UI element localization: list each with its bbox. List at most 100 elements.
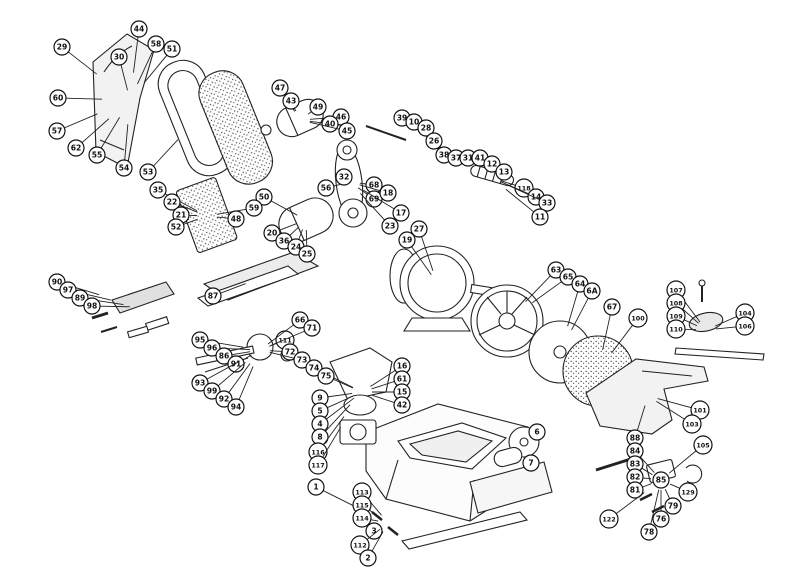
callout-number: 33: [542, 199, 553, 208]
side-panel: [469, 461, 553, 514]
callout-number: 61: [397, 375, 408, 384]
leader-line: [267, 324, 294, 345]
callout-balloon: [599, 509, 619, 529]
callout-number: 37: [451, 154, 462, 163]
callout-number: 73: [297, 356, 308, 365]
callout-balloon: [203, 339, 221, 357]
callout-number: 98: [87, 302, 98, 311]
part-callout-118: 118: [501, 178, 534, 198]
callout-number: 63: [551, 266, 562, 275]
callout-balloon: [88, 146, 106, 164]
leader-line: [68, 51, 97, 75]
part-callout-79: 79: [664, 488, 682, 515]
callout-number: 11: [535, 213, 546, 222]
callout-number: 114: [355, 514, 369, 522]
callout-number: 83: [630, 460, 641, 469]
part-callout-93: 93: [191, 361, 239, 392]
leader-line: [242, 354, 252, 361]
part-callout-86: 86: [215, 347, 251, 365]
callout-balloon: [167, 218, 185, 236]
callout-balloon: [307, 478, 325, 496]
callout-number: 32: [339, 173, 350, 182]
leader-line: [532, 281, 562, 304]
callout-number: 10: [409, 118, 420, 127]
callout-balloon: [245, 199, 263, 217]
callout-balloon: [263, 224, 281, 242]
leader-line: [369, 509, 381, 518]
part-callout-122: 122: [599, 492, 645, 529]
callout-number: 59: [249, 204, 260, 213]
part-callout-4: 4: [311, 397, 355, 433]
leader-line: [271, 330, 305, 346]
part-callout-22: 22: [163, 193, 198, 213]
callout-balloon: [67, 139, 85, 157]
callout-number: 129: [681, 488, 695, 496]
leader-line: [206, 361, 239, 380]
part-callout-16: 16: [370, 357, 411, 387]
callout-balloon: [163, 40, 181, 58]
callout-balloon: [215, 347, 233, 365]
callout-number: 89: [75, 294, 86, 303]
callout-number: 85: [656, 476, 667, 485]
part-callout-53: 53: [139, 139, 179, 181]
part-callout-129: 129: [669, 482, 698, 502]
part-callout-19: 19: [398, 231, 432, 276]
callout-balloon: [528, 423, 546, 441]
part-callout-6A: 6A: [571, 282, 601, 331]
part-callout-44: 44: [130, 20, 148, 73]
callout-number: 74: [309, 364, 320, 373]
leader-line: [228, 363, 251, 393]
leader-line: [506, 184, 540, 201]
callout-number: 43: [286, 97, 297, 106]
callout-balloon: [350, 535, 370, 555]
leader-line: [636, 405, 646, 431]
callout-balloon: [417, 119, 435, 137]
part-callout-76: 76: [652, 490, 670, 528]
leader-line: [269, 351, 295, 359]
callout-number: 105: [696, 441, 709, 449]
callout-balloon: [291, 311, 309, 329]
leader-line: [289, 226, 300, 236]
leader-line: [602, 314, 611, 351]
leader-line: [371, 531, 384, 552]
callout-number: 101: [693, 406, 706, 414]
part-callout-97: 97: [59, 281, 111, 301]
callout-balloon: [359, 549, 377, 567]
leader-line: [611, 324, 633, 354]
leader-line: [231, 351, 251, 356]
leader-line: [642, 477, 652, 480]
part-callout-108: 108: [666, 293, 699, 324]
callout-balloon: [682, 414, 702, 434]
callout-number: 112: [353, 541, 366, 549]
callout-number: 69: [369, 195, 380, 204]
callout-balloon: [531, 208, 549, 226]
callout-balloon: [147, 35, 165, 53]
callout-balloon: [392, 204, 410, 222]
part-callout-63: 63: [525, 261, 565, 303]
leader-line: [81, 118, 110, 144]
callout-number: 23: [385, 222, 396, 231]
callout-balloon: [149, 181, 167, 199]
callout-number: 4: [317, 420, 322, 429]
part-callout-84: 84: [626, 442, 655, 473]
callout-balloon: [271, 79, 289, 97]
leader-line: [120, 64, 128, 91]
leader-line: [100, 117, 121, 149]
leader-line: [640, 456, 655, 473]
part-callout-103: 103: [656, 400, 702, 434]
motor: [389, 245, 506, 332]
callout-balloon: [335, 168, 353, 186]
leader-line: [124, 124, 129, 161]
leader-line: [325, 404, 351, 432]
callout-balloon: [381, 217, 399, 235]
callout-number: 116: [311, 448, 325, 456]
leader-line: [715, 326, 737, 330]
callout-balloon: [59, 281, 77, 299]
callout-balloon: [425, 132, 443, 150]
callout-balloon: [317, 179, 335, 197]
part-callout-112: 112: [350, 528, 381, 555]
callout-balloon: [255, 188, 273, 206]
callout-number: 71: [307, 324, 318, 333]
callout-balloon: [191, 374, 209, 392]
callout-balloon: [139, 163, 157, 181]
